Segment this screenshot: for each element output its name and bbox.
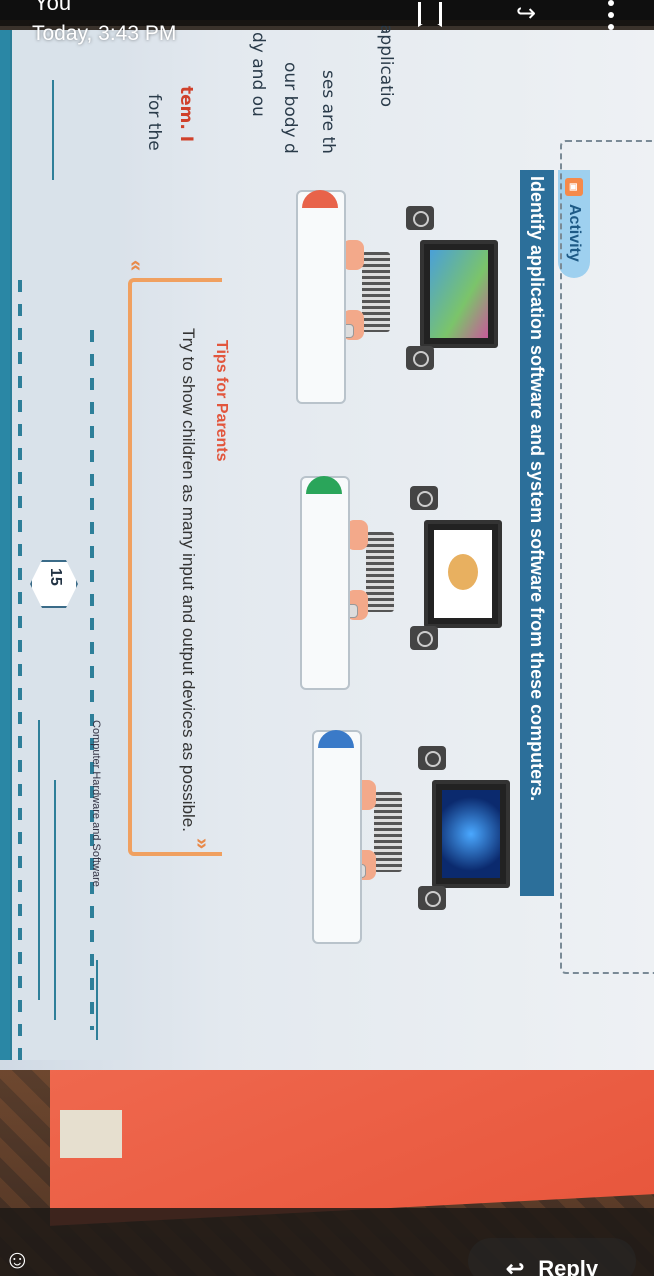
hand-icon: [346, 520, 368, 550]
side-text-4: dy and ou: [248, 32, 268, 117]
forward-icon[interactable]: ↪: [515, 0, 537, 27]
page-number: 15: [34, 568, 64, 598]
sender-name: You: [34, 0, 72, 15]
page-number-badge: [30, 560, 78, 608]
reply-button[interactable]: ↩ Reply: [468, 1238, 636, 1276]
margin-dash-line: [18, 280, 22, 1060]
keyboard-icon: [366, 532, 394, 612]
page-teal-strip: [0, 30, 10, 1060]
status-bar: [0, 0, 654, 20]
page-tab: [60, 1110, 122, 1158]
speaker-icon: [410, 486, 438, 510]
tips-title-text: Tips for Parents: [213, 340, 230, 462]
monitor-icon: [420, 240, 498, 348]
activity-dashed-box: [560, 140, 654, 974]
speaker-icon: [418, 746, 446, 770]
monitor-icon: [432, 780, 510, 888]
margin-dash-line-2: [90, 330, 94, 1030]
chevron-icon: «: [125, 259, 148, 272]
page-footer-text: Computer Hardware and Software: [90, 720, 102, 887]
tips-title: Tips for Parents: [200, 340, 230, 540]
more-vert-icon[interactable]: [604, 0, 618, 30]
margin-arrow: [52, 80, 54, 180]
side-text-3: our body d: [280, 62, 300, 154]
reply-arrow-icon: ↩: [505, 1256, 525, 1276]
side-text-6: for the: [144, 94, 164, 151]
side-text-1: applicatio: [376, 24, 396, 107]
page-footer: Computer Hardware and Software: [86, 720, 106, 920]
palette-icon: [448, 554, 478, 590]
margin-arrow-3: [54, 780, 56, 1020]
message-timestamp: Today, 3:43 PM: [32, 22, 177, 45]
margin-arrow-2: [38, 720, 40, 1000]
answer-tab-1: [302, 190, 338, 208]
speaker-icon: [418, 886, 446, 910]
keyboard-icon: [362, 252, 390, 332]
answer-tab-3: [318, 730, 354, 748]
monitor-icon: [424, 520, 502, 628]
dot: [608, 24, 614, 30]
answer-box-3: [312, 730, 362, 944]
computer-os: [352, 740, 522, 920]
tips-text: Try to show children as many input and o…: [179, 328, 198, 832]
speaker-icon: [406, 206, 434, 230]
dot: [608, 12, 614, 18]
hand-icon: [342, 240, 364, 270]
side-text-2: ses are th: [318, 70, 338, 154]
answer-box-2: [300, 476, 350, 690]
reply-label: Reply: [538, 1256, 599, 1276]
add-reaction-icon[interactable]: ☺: [4, 1244, 31, 1274]
answer-box-1: [296, 190, 346, 404]
bookmark-icon[interactable]: [408, 0, 448, 30]
answer-tab-2: [306, 476, 342, 494]
page-number-text: 15: [47, 568, 64, 586]
tips-panel: [128, 278, 222, 856]
computer-game: [340, 200, 510, 380]
speaker-icon: [406, 346, 434, 370]
side-text-5: tem. I: [176, 86, 196, 143]
keyboard-icon: [374, 792, 402, 872]
margin-arrow-4: [96, 960, 98, 1040]
computer-paint: [344, 480, 514, 660]
bookmark-icon-shape: [418, 2, 442, 27]
activity-instruction: Identify application software and system…: [520, 170, 554, 896]
speaker-icon: [410, 626, 438, 650]
dot: [608, 0, 614, 6]
tips-body: Try to show children as many input and o…: [140, 300, 200, 860]
